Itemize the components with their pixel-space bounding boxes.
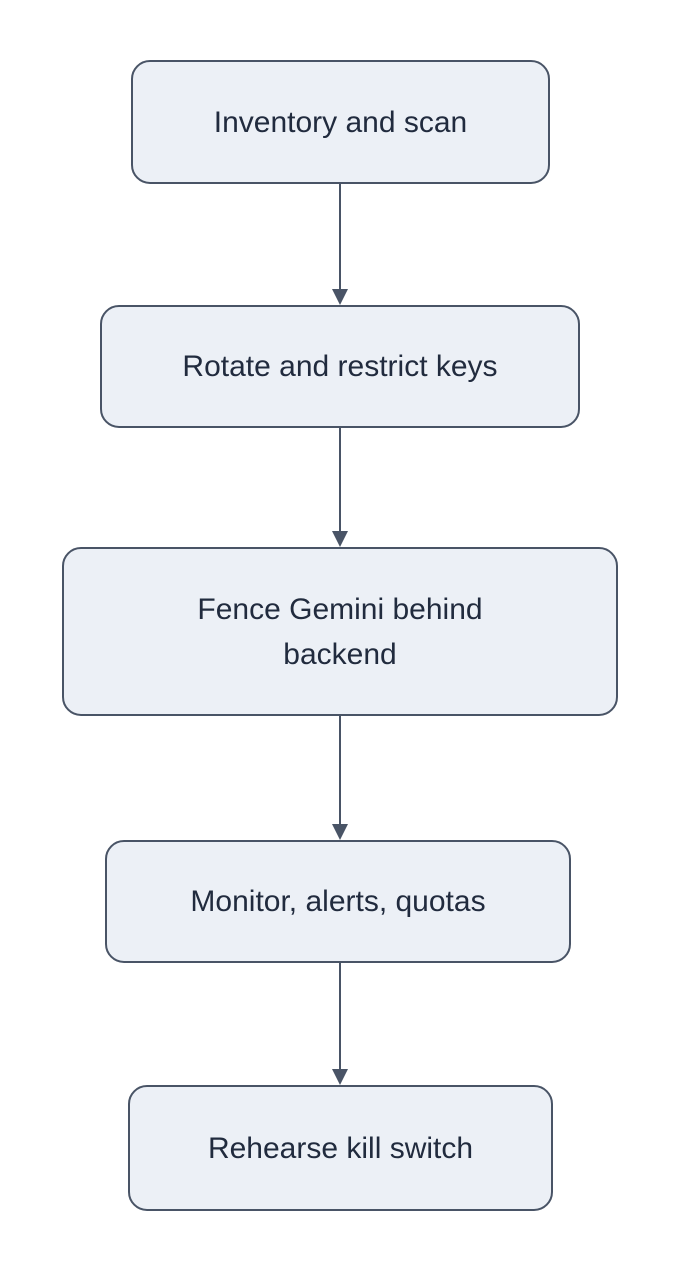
flow-node-monitor-alerts-quotas: Monitor, alerts, quotas (105, 840, 571, 963)
flow-node-fence-gemini-behind-backend: Fence Gemini behind backend (62, 547, 618, 716)
edge-line (339, 716, 341, 824)
edge-line (339, 184, 341, 289)
arrowhead-icon (332, 289, 348, 305)
arrowhead-icon (332, 531, 348, 547)
flow-edge-2 (332, 428, 348, 547)
edge-line (339, 963, 341, 1069)
arrowhead-icon (332, 824, 348, 840)
flow-node-rehearse-kill-switch: Rehearse kill switch (128, 1085, 553, 1211)
arrowhead-icon (332, 1069, 348, 1085)
flow-edge-3 (332, 716, 348, 840)
flow-edge-4 (332, 963, 348, 1085)
flow-node-rotate-and-restrict-keys: Rotate and restrict keys (100, 305, 580, 428)
flow-edge-1 (332, 184, 348, 305)
flow-node-inventory-and-scan: Inventory and scan (131, 60, 550, 184)
edge-line (339, 428, 341, 531)
